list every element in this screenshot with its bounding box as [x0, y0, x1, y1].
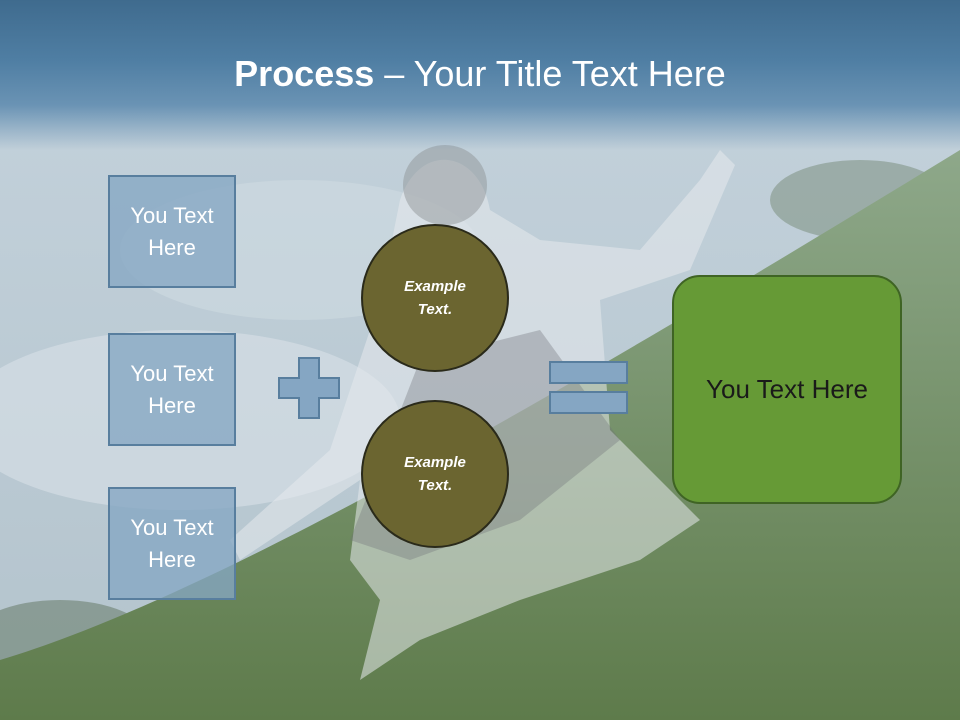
- title-separator: –: [374, 53, 414, 94]
- example-circle-label: Example Text.: [404, 278, 466, 318]
- left-text-box-label: You Text Here: [130, 360, 214, 418]
- equals-icon: [549, 361, 628, 414]
- left-text-box-label: You Text Here: [130, 202, 214, 260]
- example-circle-1[interactable]: Example Text.: [361, 224, 509, 372]
- example-circle-2[interactable]: Example Text.: [361, 400, 509, 548]
- header-band: [0, 0, 960, 150]
- left-text-box-label: You Text Here: [130, 514, 214, 572]
- result-box-label: You Text Here: [706, 374, 868, 404]
- left-text-box-3[interactable]: You Text Here: [108, 487, 236, 600]
- left-text-box-2[interactable]: You Text Here: [108, 333, 236, 446]
- plus-icon: [278, 357, 340, 419]
- title-bold: Process: [234, 53, 375, 94]
- title-rest: Your Title Text Here: [413, 53, 726, 94]
- example-circle-label: Example Text.: [404, 454, 466, 494]
- left-text-box-1[interactable]: You Text Here: [108, 175, 236, 288]
- result-box[interactable]: You Text Here: [672, 275, 902, 504]
- slide-title: Process – Your Title Text Here: [0, 48, 960, 100]
